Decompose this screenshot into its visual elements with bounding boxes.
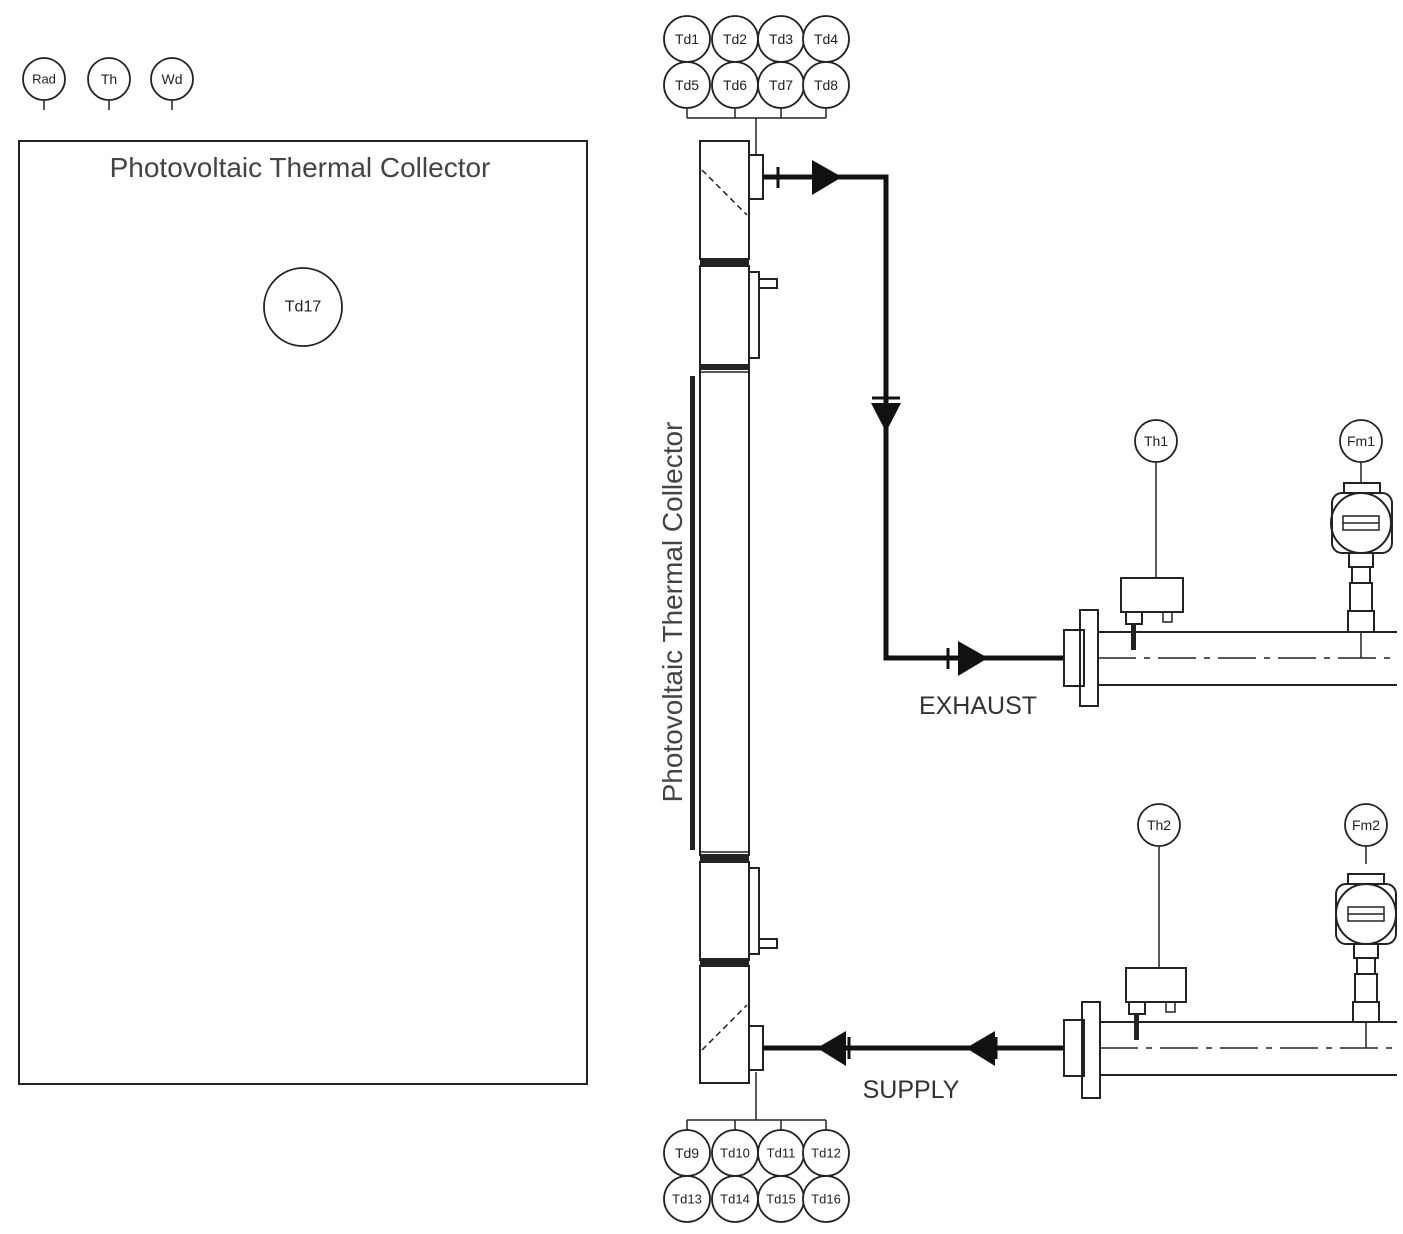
bottom-sensor-label: Td15 (766, 1192, 796, 1207)
exhaust-label: EXHAUST (919, 692, 1037, 720)
top-sensor-label: Td7 (769, 77, 793, 93)
top-sensor-label: Td8 (814, 77, 838, 93)
bottom-sensor-label: Td16 (811, 1192, 841, 1207)
top-sensor-label: Td2 (723, 31, 747, 47)
weather-sensor-rad-label: Rad (32, 72, 56, 87)
fm1-label: Fm1 (1347, 433, 1375, 449)
bottom-sensor-label: Td13 (672, 1192, 702, 1207)
bottom-sensor-label: Td9 (675, 1145, 699, 1161)
bottom-sensor-td14: Td14 (711, 1175, 759, 1223)
top-sensor-label: Td1 (675, 31, 699, 47)
top-sensor-td3: Td3 (757, 15, 805, 63)
top-sensor-td6: Td6 (711, 61, 759, 109)
supply-pipe (763, 1031, 1064, 1066)
collector-front-sensor-label: Td17 (285, 299, 322, 316)
top-sensor-label: Td3 (769, 31, 793, 47)
top-sensor-td5: Td5 (663, 61, 711, 109)
top-sensor-label: Td6 (723, 77, 747, 93)
humidity-sensor-th1: Th1 (1120, 419, 1184, 650)
bottom-sensor-td10: Td10 (711, 1129, 759, 1177)
collector-front-view: Photovoltaic Thermal Collector Td17 (18, 140, 588, 1085)
collector-side-view: Photovoltaic Thermal Collector (657, 140, 778, 1084)
top-sensor-td7: Td7 (757, 61, 805, 109)
top-sensor-label: Td5 (675, 77, 699, 93)
bottom-sensor-label: Td10 (720, 1146, 750, 1161)
bottom-sensor-cluster (686, 1072, 827, 1132)
weather-sensor-th-label: Th (101, 71, 117, 87)
supply-duct (1063, 1001, 1397, 1099)
bottom-sensor-td16: Td16 (802, 1175, 850, 1223)
weather-sensor-wd-label: Wd (162, 71, 183, 87)
weather-sensor-wd: Wd (150, 57, 194, 110)
bottom-sensor-label: Td11 (767, 1146, 796, 1161)
th2-label: Th2 (1147, 817, 1171, 833)
top-sensor-td2: Td2 (711, 15, 759, 63)
supply-label: SUPPLY (863, 1076, 960, 1104)
collector-front-title: Photovoltaic Thermal Collector (110, 152, 491, 183)
top-sensor-label: Td4 (814, 31, 838, 47)
weather-sensor-rad: Rad (22, 57, 66, 110)
exhaust-pipe (763, 160, 1064, 676)
bottom-sensor-label: Td12 (811, 1146, 841, 1161)
bottom-sensor-td12: Td12 (802, 1129, 850, 1177)
bottom-sensor-label: Td14 (720, 1192, 750, 1207)
collector-side-title: Photovoltaic Thermal Collector (657, 422, 688, 803)
top-sensor-cluster (686, 106, 827, 155)
th1-label: Th1 (1144, 433, 1168, 449)
bottom-sensor-td15: Td15 (757, 1175, 805, 1223)
flow-meter-fm1: Fm1 (1330, 419, 1393, 658)
fm2-label: Fm2 (1352, 817, 1380, 833)
top-sensor-td4: Td4 (802, 15, 850, 63)
bottom-sensor-td11: Td11 (757, 1129, 805, 1177)
weather-sensor-th: Th (87, 57, 131, 110)
flow-meter-fm2: Fm2 (1335, 803, 1397, 1048)
bottom-sensor-td13: Td13 (663, 1175, 711, 1223)
humidity-sensor-th2: Th2 (1125, 803, 1187, 1040)
top-sensor-td1: Td1 (663, 15, 711, 63)
top-sensor-td8: Td8 (802, 61, 850, 109)
bottom-sensor-td9: Td9 (663, 1129, 711, 1177)
